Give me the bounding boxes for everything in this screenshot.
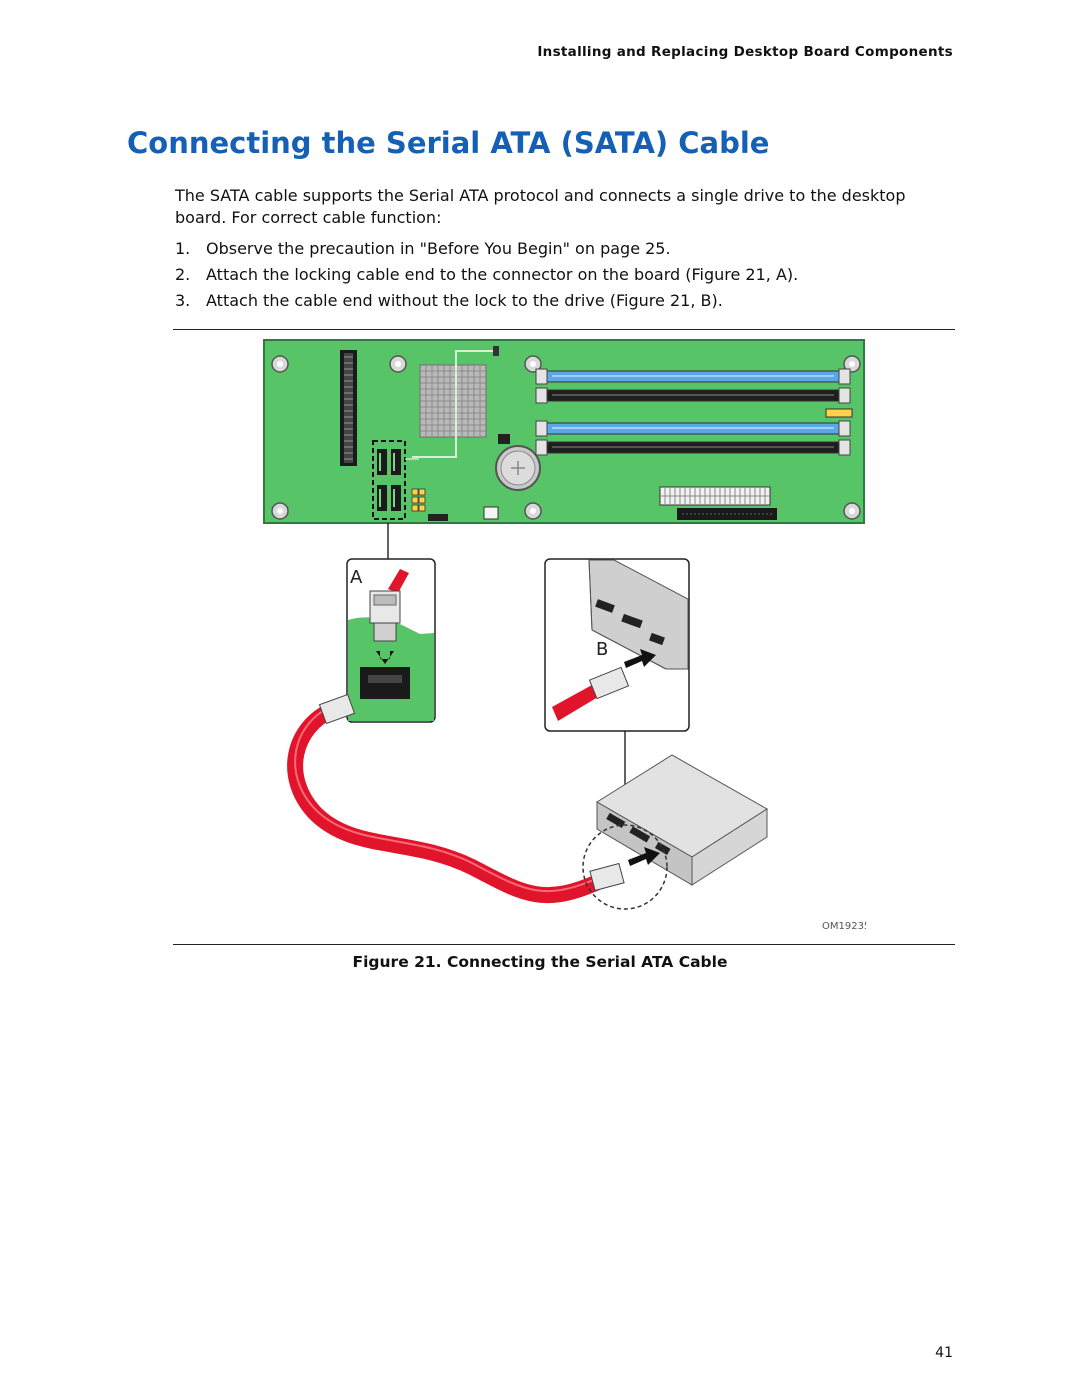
step-item: 3. Attach the cable end without the lock… (175, 288, 950, 314)
steps-list: 1. Observe the precaution in "Before You… (175, 236, 950, 314)
step-item: 2. Attach the locking cable end to the c… (175, 262, 950, 288)
figure-top-rule (173, 329, 955, 330)
figure-bottom-rule (173, 944, 955, 945)
step-text: Attach the cable end without the lock to… (206, 291, 723, 310)
detail-b-inset (544, 558, 690, 732)
step-text: Observe the precaution in "Before You Be… (206, 239, 671, 258)
running-header: Installing and Replacing Desktop Board C… (537, 44, 953, 60)
sata-connectors (372, 440, 406, 520)
figure-illustration: A B OM19235 (262, 337, 866, 937)
detail-a-inset (346, 558, 436, 723)
chipset-heatsink (419, 364, 487, 438)
callout-a: A (350, 567, 363, 588)
ide-connector (340, 350, 357, 466)
dimm-slots (535, 368, 851, 456)
callout-b: B (596, 639, 608, 660)
step-number: 2. (175, 265, 191, 284)
page-title: Connecting the Serial ATA (SATA) Cable (127, 126, 770, 160)
sata-cable (287, 693, 625, 903)
hard-drive (596, 754, 768, 886)
sata-illustration: A B OM19235 (263, 339, 866, 932)
floppy-connector (677, 508, 777, 520)
step-number: 1. (175, 239, 191, 258)
motherboard (263, 339, 865, 524)
atx-power-connector (659, 486, 771, 506)
figure-id: OM19235 (822, 921, 866, 932)
step-number: 3. (175, 291, 191, 310)
highlight-circle (582, 824, 668, 910)
step-item: 1. Observe the precaution in "Before You… (175, 236, 950, 262)
step-text: Attach the locking cable end to the conn… (206, 265, 799, 284)
intro-paragraph: The SATA cable supports the Serial ATA p… (175, 186, 906, 227)
cmos-battery (495, 445, 541, 491)
page-number: 41 (935, 1345, 953, 1361)
figure-caption: Figure 21. Connecting the Serial ATA Cab… (352, 953, 728, 971)
